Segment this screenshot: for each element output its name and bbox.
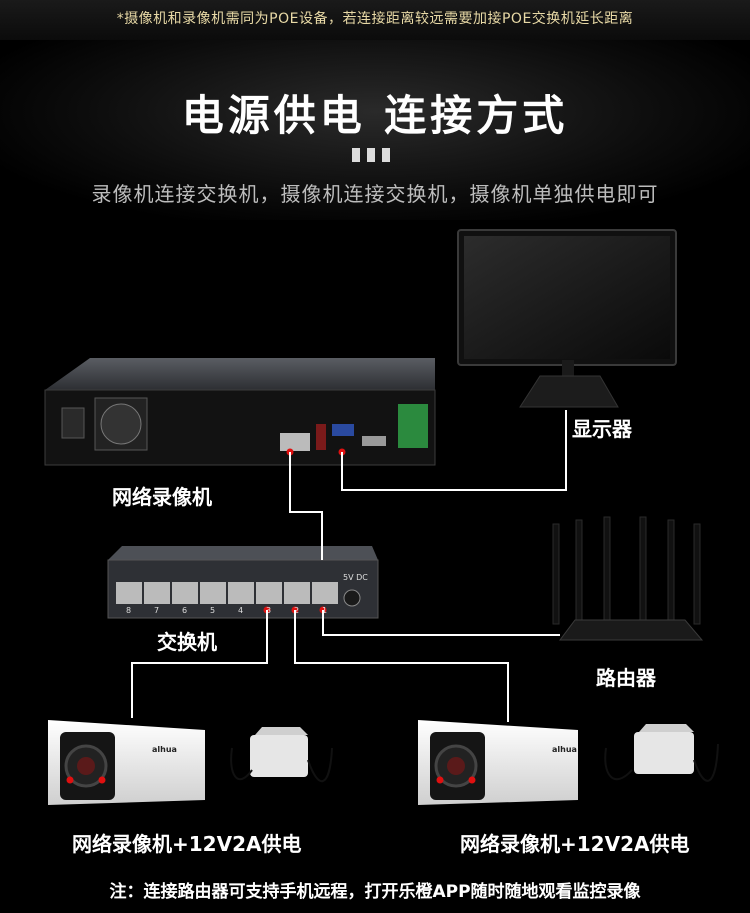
svg-text:2: 2	[294, 606, 299, 615]
title-divider-icon	[352, 147, 400, 162]
camera-left-icon	[48, 720, 205, 805]
cable-switch-to-router	[322, 610, 560, 636]
svg-text:5: 5	[210, 606, 215, 615]
cable-nvr-to-monitor	[341, 410, 567, 491]
router-icon	[552, 516, 704, 641]
power-adapter-left-icon	[230, 727, 333, 782]
bottom-note: 注：连接路由器可支持手机远程，打开乐橙APP随时随地观看监控录像	[109, 882, 641, 902]
svg-text:8: 8	[126, 606, 131, 615]
camera-left-label: 网络录像机+12V2A供电	[72, 832, 302, 856]
camera-right-label: 网络录像机+12V2A供电	[460, 832, 690, 856]
camera-left-brand: alhua	[152, 745, 177, 754]
switch-port-numbers: 8 7 6 5 4 3 2 1	[126, 606, 327, 615]
svg-text:6: 6	[182, 606, 187, 615]
page-subtitle: 录像机连接交换机，摄像机连接交换机，摄像机单独供电即可	[91, 182, 659, 206]
router-label: 路由器	[596, 666, 656, 690]
svg-text:7: 7	[154, 606, 159, 615]
monitor-label: 显示器	[572, 417, 632, 441]
switch-icon	[107, 546, 379, 619]
power-adapter-right-icon	[604, 724, 719, 782]
camera-right-brand: alhua	[552, 745, 577, 754]
svg-text:3: 3	[266, 606, 271, 615]
svg-text:4: 4	[238, 606, 243, 615]
top-banner	[0, 0, 750, 40]
switch-power-label: 5V DC	[343, 573, 368, 582]
cable-switch-to-camera-left	[131, 610, 268, 718]
cable-nvr-to-switch	[289, 452, 323, 560]
nvr-label: 网络录像机	[112, 485, 212, 509]
switch-label: 交换机	[157, 630, 217, 654]
page-title: 电源供电 连接方式	[181, 91, 569, 140]
camera-right-icon	[418, 720, 578, 805]
top-note: *摄像机和录像机需同为POE设备，若连接距离较远需要加接POE交换机延长距离	[116, 11, 634, 27]
nvr-icon	[44, 358, 436, 466]
cable-switch-to-camera-right	[294, 610, 509, 722]
monitor-icon	[457, 229, 677, 408]
svg-text:1: 1	[322, 606, 327, 615]
connection-cables	[131, 410, 567, 722]
title-background	[0, 40, 750, 220]
